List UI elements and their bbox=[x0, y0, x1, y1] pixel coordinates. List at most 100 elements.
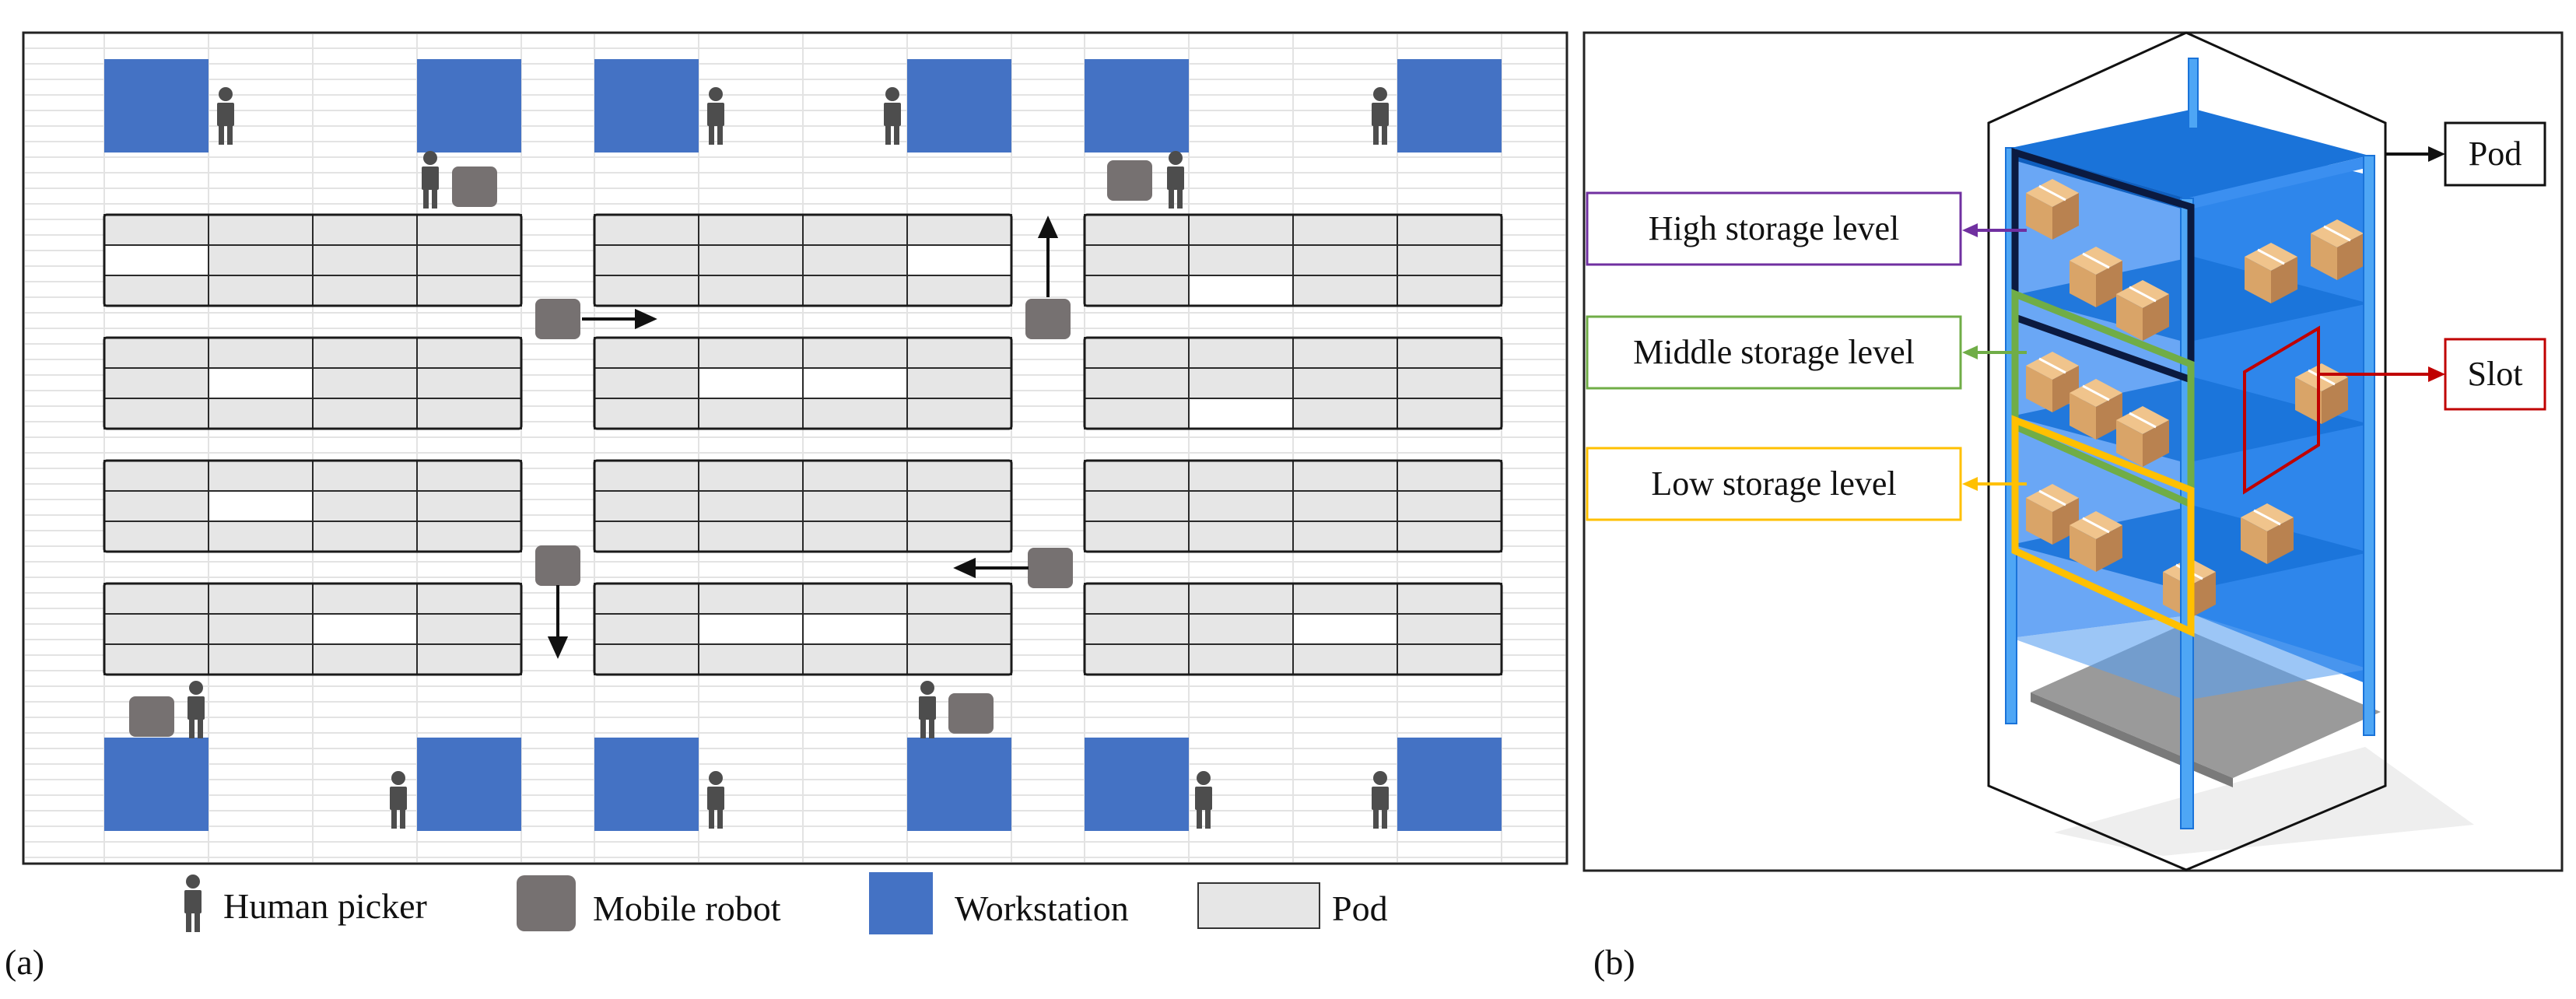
pod bbox=[103, 613, 209, 645]
pod bbox=[802, 244, 908, 276]
pod bbox=[103, 460, 209, 492]
pod bbox=[208, 337, 314, 369]
workstation bbox=[417, 738, 521, 831]
pod bbox=[1188, 214, 1294, 246]
pod bbox=[312, 367, 418, 399]
pod bbox=[1292, 275, 1398, 307]
pod bbox=[906, 244, 1012, 276]
pod bbox=[103, 398, 209, 429]
pod bbox=[208, 490, 314, 522]
pod bbox=[1397, 367, 1502, 399]
legend-workstation: Workstation bbox=[955, 889, 1129, 928]
workstation bbox=[907, 738, 1011, 831]
panel-b: Pod High storage level Middle storage le… bbox=[1582, 31, 2564, 982]
high-level-label-box bbox=[1586, 191, 1962, 266]
pod bbox=[1397, 337, 1502, 369]
path-arrow bbox=[547, 636, 569, 659]
pod bbox=[698, 583, 804, 615]
pod bbox=[208, 244, 314, 276]
workstation bbox=[1085, 59, 1189, 152]
pod bbox=[906, 521, 1012, 552]
pod bbox=[906, 613, 1012, 645]
pod bbox=[416, 521, 522, 552]
pod-roof bbox=[2011, 109, 2369, 198]
pod bbox=[1084, 337, 1190, 369]
pod bbox=[1188, 521, 1294, 552]
low-level-arrowhead bbox=[1962, 477, 1978, 491]
pod bbox=[416, 490, 522, 522]
slot-label: Slot bbox=[2468, 355, 2523, 393]
pod bbox=[1188, 367, 1294, 399]
pod bbox=[594, 214, 699, 246]
pod bbox=[802, 367, 908, 399]
workstation bbox=[104, 59, 209, 152]
pod bbox=[416, 337, 522, 369]
mobile-robot bbox=[1028, 548, 1073, 588]
pod bbox=[1292, 367, 1398, 399]
pod bbox=[103, 337, 209, 369]
pod-block bbox=[593, 213, 1013, 307]
workstation bbox=[907, 59, 1011, 152]
pod bbox=[698, 244, 804, 276]
mobile-robot bbox=[1025, 299, 1071, 339]
pod bbox=[1397, 398, 1502, 429]
pod bbox=[312, 521, 418, 552]
pod bbox=[802, 214, 908, 246]
low-level-label-box bbox=[1586, 447, 1962, 521]
pod bbox=[1292, 521, 1398, 552]
pod bbox=[1084, 583, 1190, 615]
pod bbox=[208, 275, 314, 307]
pod-outline bbox=[1987, 31, 2387, 871]
pod bbox=[906, 275, 1012, 307]
workstation bbox=[417, 59, 521, 152]
warehouse-frame bbox=[22, 31, 1568, 865]
slot-arrowhead bbox=[2428, 366, 2445, 382]
workstation bbox=[1397, 59, 1502, 152]
pod bbox=[594, 398, 699, 429]
workstations bbox=[104, 59, 1502, 831]
pod bbox=[416, 643, 522, 675]
pod bbox=[208, 583, 314, 615]
pod-arrowhead bbox=[2428, 146, 2445, 162]
pod bbox=[1397, 460, 1502, 492]
pod bbox=[1397, 490, 1502, 522]
pod bbox=[416, 460, 522, 492]
pod bbox=[802, 643, 908, 675]
pod bbox=[208, 521, 314, 552]
pod bbox=[103, 643, 209, 675]
pod bbox=[698, 490, 804, 522]
pod bbox=[1292, 214, 1398, 246]
pod bbox=[312, 214, 418, 246]
high-level-label: High storage level bbox=[1649, 209, 1900, 247]
legend-pod: Pod bbox=[1332, 889, 1388, 928]
pod bbox=[802, 613, 908, 645]
pod bbox=[594, 337, 699, 369]
pod-block bbox=[103, 213, 523, 307]
pod bbox=[208, 460, 314, 492]
legend-mobile-robot: Mobile robot bbox=[593, 889, 781, 928]
pod bbox=[103, 490, 209, 522]
pod bbox=[594, 521, 699, 552]
pod-block bbox=[103, 459, 523, 553]
pod bbox=[1292, 583, 1398, 615]
mobile-robot bbox=[948, 693, 994, 734]
pod bbox=[594, 275, 699, 307]
pod bbox=[416, 367, 522, 399]
mobile-robot-icon bbox=[517, 875, 576, 931]
pod bbox=[416, 583, 522, 615]
pod bbox=[1397, 214, 1502, 246]
middle-level-label-box bbox=[1586, 315, 1962, 390]
pod bbox=[208, 398, 314, 429]
pod bbox=[208, 214, 314, 246]
pod-block bbox=[1083, 582, 1503, 676]
pod bbox=[698, 275, 804, 307]
pod bbox=[416, 398, 522, 429]
pod bbox=[698, 214, 804, 246]
pod bbox=[1188, 337, 1294, 369]
pod bbox=[1084, 214, 1190, 246]
pod bbox=[594, 460, 699, 492]
pod bbox=[906, 337, 1012, 369]
pod bbox=[312, 613, 418, 645]
pod bbox=[1397, 521, 1502, 552]
